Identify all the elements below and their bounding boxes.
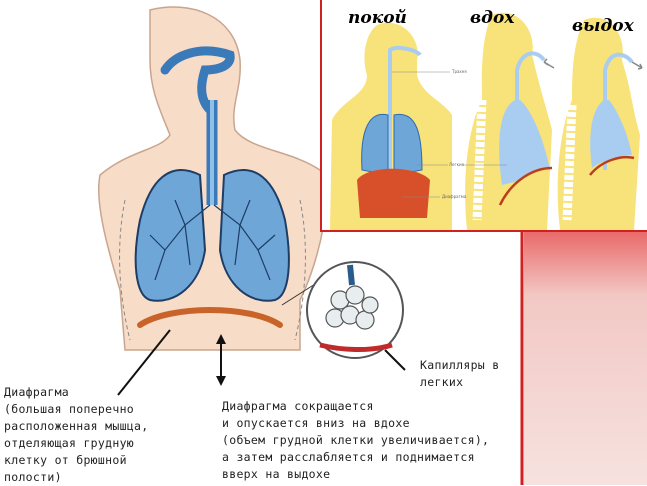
breathing-phases-inset: Трахея Легкие Диафрагма покой вдох выдох [320, 0, 647, 232]
inhale-trachea [515, 51, 546, 180]
capillaries-pointer [384, 349, 406, 371]
right-lung [218, 169, 290, 302]
rest-trachea [388, 45, 422, 195]
inhale-spine [472, 99, 487, 221]
ribs [119, 199, 306, 341]
capillary [319, 342, 393, 353]
inhale-lung [499, 100, 550, 185]
breathing-phases-figures: Трахея Легкие Диафрагма [330, 12, 643, 231]
up-down-arrow-icon [216, 334, 226, 386]
rest-diaphragm [357, 168, 430, 218]
bronchi [149, 199, 276, 281]
title-inhale: вдох [470, 8, 515, 28]
background-panel [524, 232, 647, 485]
title-exhale: выдох [572, 16, 634, 36]
exhale-diaphragm [589, 156, 635, 176]
inhale-arrow-icon [543, 58, 555, 69]
exhale-trachea [603, 52, 634, 170]
rest-lungs [361, 113, 423, 176]
left-lung [134, 169, 207, 302]
exhale-lung [590, 100, 632, 168]
capillaries-caption: Капилляры в легких [420, 358, 500, 389]
title-rest: покой [348, 8, 407, 28]
diaphragm [137, 307, 283, 328]
exhale-arrow-icon [631, 61, 643, 70]
label-diaphragm: Диафрагма [442, 194, 467, 199]
bronchiole [347, 264, 355, 286]
diaphragm-caption: Диафрагма (большая поперечно расположенн… [4, 385, 149, 484]
alveoli [325, 285, 379, 330]
inhale-diaphragm [498, 166, 553, 206]
label-trachea: Трахея [451, 69, 467, 74]
exhale-spine [562, 104, 577, 221]
diaphragm-pointer [117, 329, 171, 396]
diaphragm-movement-caption: Диафрагма сокращается и опускается вниз … [222, 399, 490, 481]
label-lungs: Легкие [449, 162, 465, 167]
nasal-cavity [160, 46, 235, 115]
